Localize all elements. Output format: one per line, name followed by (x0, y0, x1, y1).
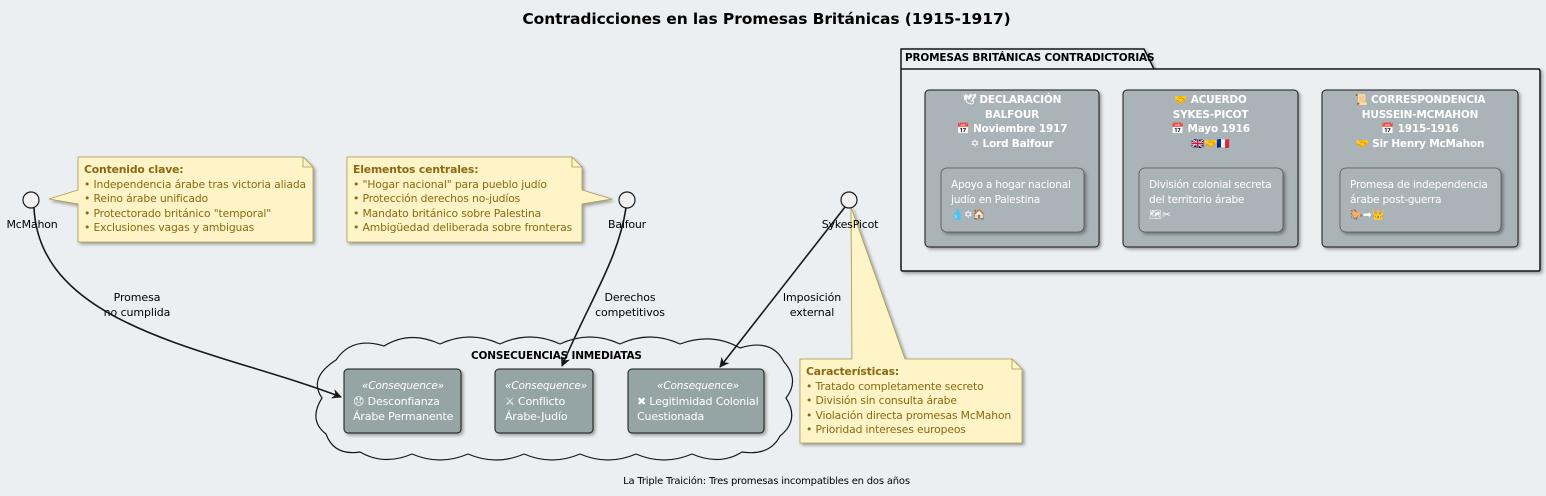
edge-label-balfour: Derechos competitivos (595, 291, 665, 319)
card-sykes-picot-header: 🤝 ACUERDO SYKES-PICOT 📅 Mayo 1916 🇬🇧🤝🇫🇷 (1171, 94, 1250, 150)
interface-circle-mcmahon[interactable] (22, 191, 40, 209)
note-item: • Exclusiones vagas y ambiguas (84, 221, 255, 235)
interface-label-mcmahon: McMahon (6, 218, 58, 231)
note-item: • Protectorado británico "temporal" (84, 206, 272, 220)
card-hussein-mcmahon-description: Promesa de independencia árabe post-guer… (1350, 179, 1488, 221)
note-title: Características: (806, 365, 900, 378)
card-balfour (924, 89, 1100, 248)
card-balfour-description: Apoyo a hogar nacional judío en Palestin… (951, 179, 1071, 221)
note-item: • Prioridad intereses europeos (806, 423, 966, 437)
note-item: • Independencia árabe tras victoria alia… (84, 177, 306, 191)
edge-balfour-consequence (560, 207, 627, 367)
interface-circle-balfour[interactable] (618, 191, 636, 209)
note-item: • Protección derechos no-judíos (353, 192, 521, 206)
note-mcmahon: Contenido clave: • Independencia árabe t… (78, 158, 313, 241)
note-item: • División sin consulta árabe (806, 394, 957, 408)
consequence-box-2 (494, 368, 594, 434)
consequence-text-1: «Consequence» 😞 Desconfianza Árabe Perma… (353, 380, 454, 423)
note-item: • Mandato británico sobre Palestina (353, 206, 541, 220)
interface-label-balfour: Balfour (607, 218, 647, 231)
note-shape-mcmahon (48, 156, 314, 243)
note-item: • Violación directa promesas McMahon (806, 408, 1012, 422)
consequence-box-1 (343, 368, 462, 434)
consequence-box-3 (627, 368, 765, 434)
edge-label-mcmahon: Promesa no cumplida (103, 291, 171, 319)
note-item: • Tratado completamente secreto (806, 379, 984, 393)
note-shape-balfour (346, 156, 613, 243)
note-item: • Reino árabe unificado (84, 192, 208, 206)
edge-label-sykespicot: Imposición external (782, 291, 842, 319)
interface-circle-sykespicot[interactable] (840, 191, 858, 209)
note-item: • Ambigüedad deliberada sobre fronteras (353, 221, 573, 235)
card-hussein-mcmahon-header: 📜 CORRESPONDENCIA HUSSEIN-MCMAHON 📅 1915… (1354, 94, 1486, 150)
edge-mcmahon-consequence (33, 207, 342, 399)
note-item: • "Hogar nacional" para pueblo judío (353, 177, 547, 191)
note-sykespicot: Características: • Tratado completamente… (800, 360, 1022, 443)
note-title: Contenido clave: (84, 163, 184, 176)
cloud-title: CONSECUENCIAS INMEDIATAS (471, 350, 642, 362)
card-sykes-picot-description: División colonial secreta del territorio… (1149, 179, 1272, 221)
diagram-footer: La Triple Traición: Tres promesas incomp… (623, 476, 910, 487)
note-balfour: Elementos centrales: • "Hogar nacional" … (347, 158, 582, 241)
consequence-text-3: «Consequence» ✖ Legitimidad Colonial Cue… (637, 380, 759, 423)
card-sykes-picot (1122, 89, 1299, 248)
package-title: PROMESAS BRITÁNICAS CONTRADICTORIAS (905, 52, 1155, 64)
consequence-text-2: «Consequence» ⚔ Conflicto Árabe-Judío (505, 380, 588, 423)
edge-sykespicot-consequence (719, 206, 846, 368)
interface-label-sykespicot: SykesPicot (821, 218, 879, 231)
card-balfour-header: 🕊 DECLARACIÓN BALFOUR 📅 Noviembre 1917 ✡… (956, 94, 1068, 150)
card-hussein-mcmahon (1321, 89, 1519, 248)
note-title: Elementos centrales: (353, 163, 479, 176)
diagram-title: Contradicciones en las Promesas Británic… (522, 10, 1011, 28)
